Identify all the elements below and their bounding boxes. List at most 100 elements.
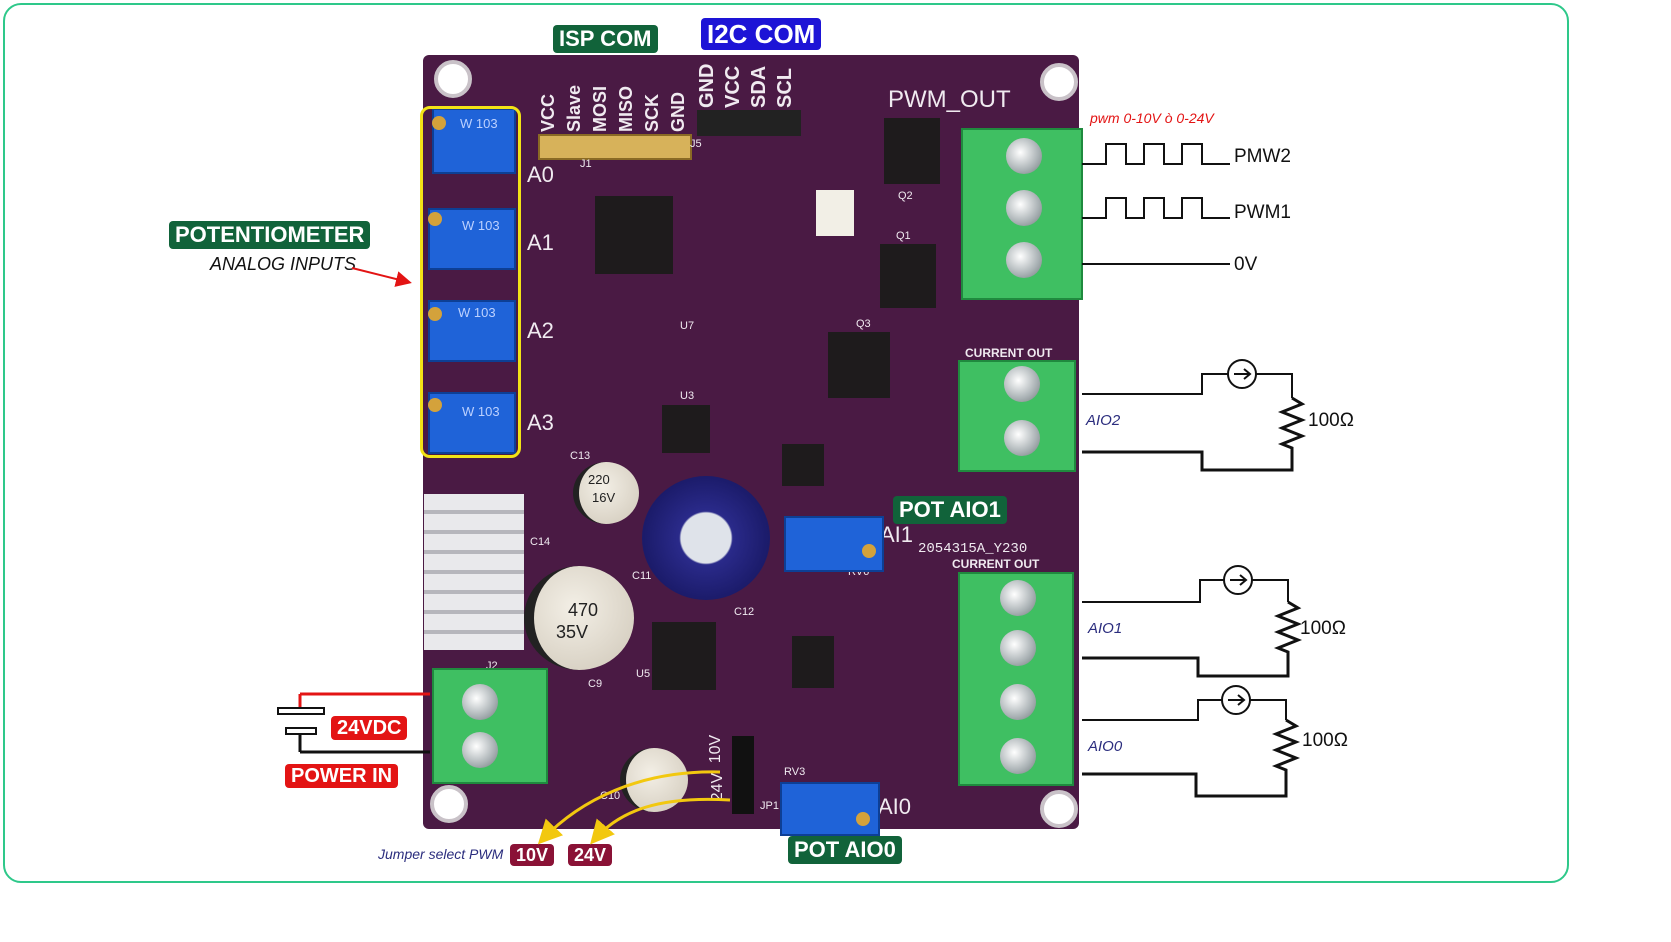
jp1-silk: JP1 xyxy=(760,800,779,812)
analog-pin-a0: A0 xyxy=(527,162,554,187)
pwm1-label: PWM1 xyxy=(1234,202,1291,223)
potentiometer-aio0 xyxy=(780,782,880,836)
q1-silk: Q1 xyxy=(896,230,911,242)
c9-silk: C9 xyxy=(588,678,603,690)
c14-silk: C14 xyxy=(530,536,551,548)
cap-220-value: 220 xyxy=(588,472,610,487)
zero-v-label: 0V xyxy=(1234,254,1258,275)
pwm-out-silk: PWM_OUT xyxy=(888,86,1011,113)
transistor-q1 xyxy=(880,244,936,308)
aio0-label: AIO0 xyxy=(1088,738,1123,755)
pot-screw xyxy=(428,212,442,226)
jumper-select-note: Jumper select PWM xyxy=(378,846,504,862)
potentiometer-a0 xyxy=(432,108,516,174)
terminal-screw xyxy=(1000,684,1036,720)
i2c-header xyxy=(697,110,801,136)
resistor-aio2-label: 100Ω xyxy=(1308,410,1354,431)
transistor-q3 xyxy=(828,332,890,398)
pot-screw xyxy=(432,116,446,130)
pot-aio1-label: POT AIO1 xyxy=(893,496,1007,524)
optocoupler xyxy=(816,190,854,236)
pot-screw xyxy=(862,544,876,558)
terminal-screw xyxy=(1004,420,1040,456)
cap-470-value: 470 xyxy=(568,600,599,620)
header-pin-label: VCC xyxy=(722,65,744,108)
terminal-screw xyxy=(1006,242,1042,278)
header-pin-label: SCK xyxy=(642,93,662,132)
analog-pin-a1: A1 xyxy=(527,230,554,255)
pot-marking: W 103 xyxy=(462,218,500,233)
header-pin-label: SCL xyxy=(774,68,796,108)
c11-silk: C11 xyxy=(632,570,652,582)
pot-marking: W 103 xyxy=(458,305,496,320)
pot-screw xyxy=(428,307,442,321)
terminal-screw xyxy=(1004,366,1040,402)
i2c-com-label: I2C COM xyxy=(701,18,822,50)
ai1-silk: AI1 xyxy=(880,522,914,547)
pot-screw xyxy=(856,812,870,826)
electrolytic-cap-large xyxy=(642,476,770,600)
potentiometer-label: POTENTIOMETER xyxy=(169,221,371,249)
transistor-q2 xyxy=(884,118,940,184)
terminal-screw xyxy=(462,684,498,720)
q3-silk: Q3 xyxy=(856,318,871,330)
microcontroller-chip xyxy=(595,196,673,274)
c13-silk: C13 xyxy=(570,450,591,462)
header-pin-label: GND xyxy=(696,63,718,108)
mounting-hole xyxy=(434,60,472,98)
u7-silk: U7 xyxy=(680,320,695,332)
j5-silk: J5 xyxy=(690,138,702,150)
aio2-label: AIO2 xyxy=(1086,412,1121,429)
jumper-10v-silk: 10V xyxy=(707,734,725,764)
j1-silk: J1 xyxy=(580,158,592,170)
heatsink xyxy=(424,494,524,650)
electrolytic-cap-220 xyxy=(573,462,639,524)
mounting-hole xyxy=(1040,63,1078,101)
c12-silk: C12 xyxy=(734,606,755,618)
isp-com-label: ISP COM xyxy=(553,25,658,53)
current-out-silk-1: CURRENT OUT xyxy=(965,346,1053,360)
j2-silk: J2 xyxy=(486,660,498,672)
chip-u1 xyxy=(792,636,834,688)
potentiometer-a2 xyxy=(428,300,516,362)
terminal-screw xyxy=(1006,190,1042,226)
current-out-silk-2: CURRENT OUT xyxy=(952,557,1040,571)
analog-inputs-arrow xyxy=(351,267,412,287)
electrolytic-cap-470 xyxy=(524,566,634,670)
power-in-label: POWER IN xyxy=(285,764,399,788)
isp-header xyxy=(538,134,692,160)
potentiometer-a3 xyxy=(428,392,516,454)
vdc-24-label: 24VDC xyxy=(331,716,408,740)
current-loop-aio2 xyxy=(1082,359,1307,472)
mounting-hole xyxy=(430,785,468,823)
header-pin-label: MISO xyxy=(616,85,636,132)
terminal-screw xyxy=(1006,138,1042,174)
jumper-header xyxy=(732,736,754,814)
pot-aio0-label: POT AIO0 xyxy=(788,836,902,864)
pot-screw xyxy=(428,398,442,412)
analog-pin-a2: A2 xyxy=(527,318,554,343)
pot-marking: W 103 xyxy=(460,116,498,131)
header-pin-label: GND xyxy=(668,92,688,132)
battery-symbol xyxy=(277,692,430,754)
cap-16v-value: 16V xyxy=(592,490,616,505)
analog-inputs-note: ANALOG INPUTS xyxy=(210,254,357,274)
board-id: 2054315A_Y230 xyxy=(918,541,1028,557)
potentiometer-a1 xyxy=(428,208,516,270)
header-pin-label: MOSI xyxy=(590,85,610,132)
chip-u3 xyxy=(662,405,710,453)
terminal-screw xyxy=(1000,580,1036,616)
rv3-silk: RV3 xyxy=(784,766,806,778)
header-pin-label: SDA xyxy=(748,65,770,108)
u3-silk: U3 xyxy=(680,390,695,402)
jumper-24v-label: 24V xyxy=(568,844,613,866)
resistor-aio0-label: 100Ω xyxy=(1302,730,1348,751)
terminal-screw xyxy=(1000,630,1036,666)
jumper-10v-label: 10V xyxy=(510,844,555,866)
u5-silk: U5 xyxy=(636,668,651,680)
chip-opamp xyxy=(782,444,824,486)
pwm-waveforms xyxy=(1082,143,1230,265)
regulator-u5 xyxy=(652,622,716,690)
q2-silk: Q2 xyxy=(898,190,913,202)
cap-35v-value: 35V xyxy=(556,622,589,642)
